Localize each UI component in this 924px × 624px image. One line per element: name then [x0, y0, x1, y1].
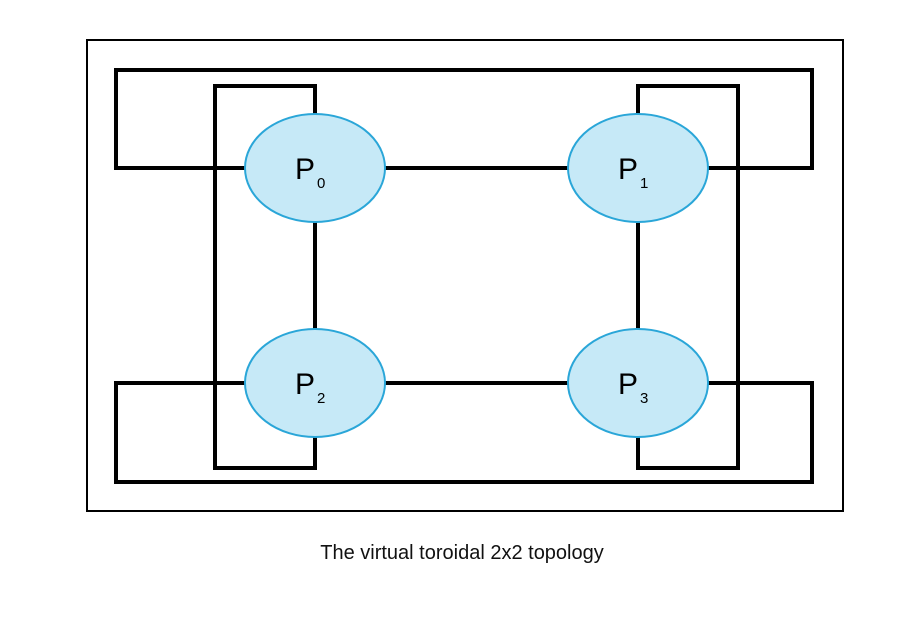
diagram-frame	[86, 39, 844, 512]
wrap-link-p0-p1	[114, 68, 814, 170]
svg-text:P0: P0	[295, 153, 325, 192]
node-letter: P	[618, 368, 638, 401]
node-letter: P	[295, 368, 315, 401]
diagram-caption: The virtual toroidal 2x2 topology	[320, 542, 604, 564]
node-letter: P	[618, 153, 638, 186]
node-subscript: 2	[317, 390, 325, 407]
node-subscript: 3	[640, 390, 648, 407]
node-subscript: 0	[317, 175, 325, 192]
svg-text:P1: P1	[618, 153, 648, 192]
node-subscript: 1	[640, 175, 648, 192]
wrap-link-p2-p3	[114, 381, 814, 484]
svg-text:P2: P2	[295, 368, 325, 407]
node-letter: P	[295, 153, 315, 186]
svg-text:P3: P3	[618, 368, 648, 407]
wrap-link-p0-p2	[213, 84, 317, 470]
wrap-link-p1-p3	[636, 84, 740, 470]
